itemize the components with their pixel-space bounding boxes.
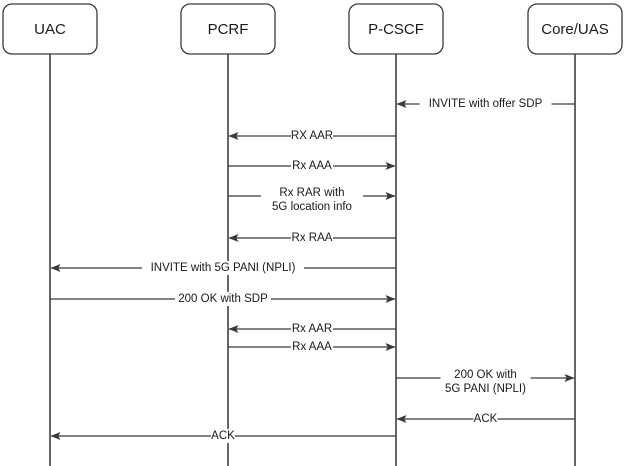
message-label-backdrop <box>211 429 235 443</box>
message-label: INVITE with 5G PANI (NPLI) <box>151 262 296 274</box>
message-m11: ACK <box>396 412 575 426</box>
message-label-backdrop <box>419 97 552 111</box>
message-label: Rx AAA <box>292 160 332 172</box>
actor-label: PCRF <box>208 21 249 38</box>
actor-box[interactable] <box>348 3 444 55</box>
message-m8: Rx AAR <box>228 322 396 336</box>
message-label-backdrop <box>291 129 333 143</box>
message-label-backdrop <box>291 340 333 354</box>
message-label-backdrop <box>291 159 333 173</box>
actor-label: Core/UAS <box>541 21 609 38</box>
message-m7: 200 OK with SDP <box>50 292 396 306</box>
message-m2: RX AAR <box>228 129 396 143</box>
message-m12: ACK <box>50 429 396 443</box>
actor-box[interactable] <box>180 3 276 55</box>
message-label: RX AAR <box>291 130 333 142</box>
actor-box[interactable] <box>2 3 98 55</box>
message-label-backdrop <box>473 412 498 426</box>
message-label: Rx AAA <box>292 341 332 353</box>
message-m9: Rx AAA <box>228 340 396 354</box>
actor-uac[interactable]: UAC <box>2 3 98 55</box>
message-label-backdrop <box>440 371 531 385</box>
actor-box[interactable] <box>527 3 623 55</box>
actor-pcscf[interactable]: P-CSCF <box>348 3 444 55</box>
actors-layer: UAC PCRF P-CSCF Core/UAS <box>2 3 623 55</box>
message-label: 200 OK with SDP <box>178 293 268 305</box>
message-label: ACK <box>474 413 498 425</box>
message-label-backdrop <box>291 231 333 245</box>
actor-pcrf[interactable]: PCRF <box>180 3 276 55</box>
message-m1: INVITE with offer SDP <box>396 97 575 111</box>
message-m5: Rx RAA <box>228 231 396 245</box>
message-label: Rx AAR <box>292 323 332 335</box>
message-label-backdrop <box>261 189 363 203</box>
message-label-backdrop <box>175 292 271 306</box>
actor-core[interactable]: Core/UAS <box>527 3 623 55</box>
message-label: ACK <box>211 430 235 442</box>
actor-label: UAC <box>34 21 66 38</box>
message-label-backdrop <box>142 261 304 275</box>
lifelines-layer <box>49 54 576 466</box>
messages-layer: INVITE with offer SDP RX AAR Rx AAA Rx RAR … <box>50 97 575 443</box>
message-label-backdrop <box>291 322 333 336</box>
message-m6: INVITE with 5G PANI (NPLI) <box>50 261 396 275</box>
message-m3: Rx AAA <box>228 159 396 173</box>
actor-label: P-CSCF <box>368 21 424 38</box>
message-label: Rx RAA <box>292 232 333 244</box>
message-label: INVITE with offer SDP <box>429 98 543 110</box>
